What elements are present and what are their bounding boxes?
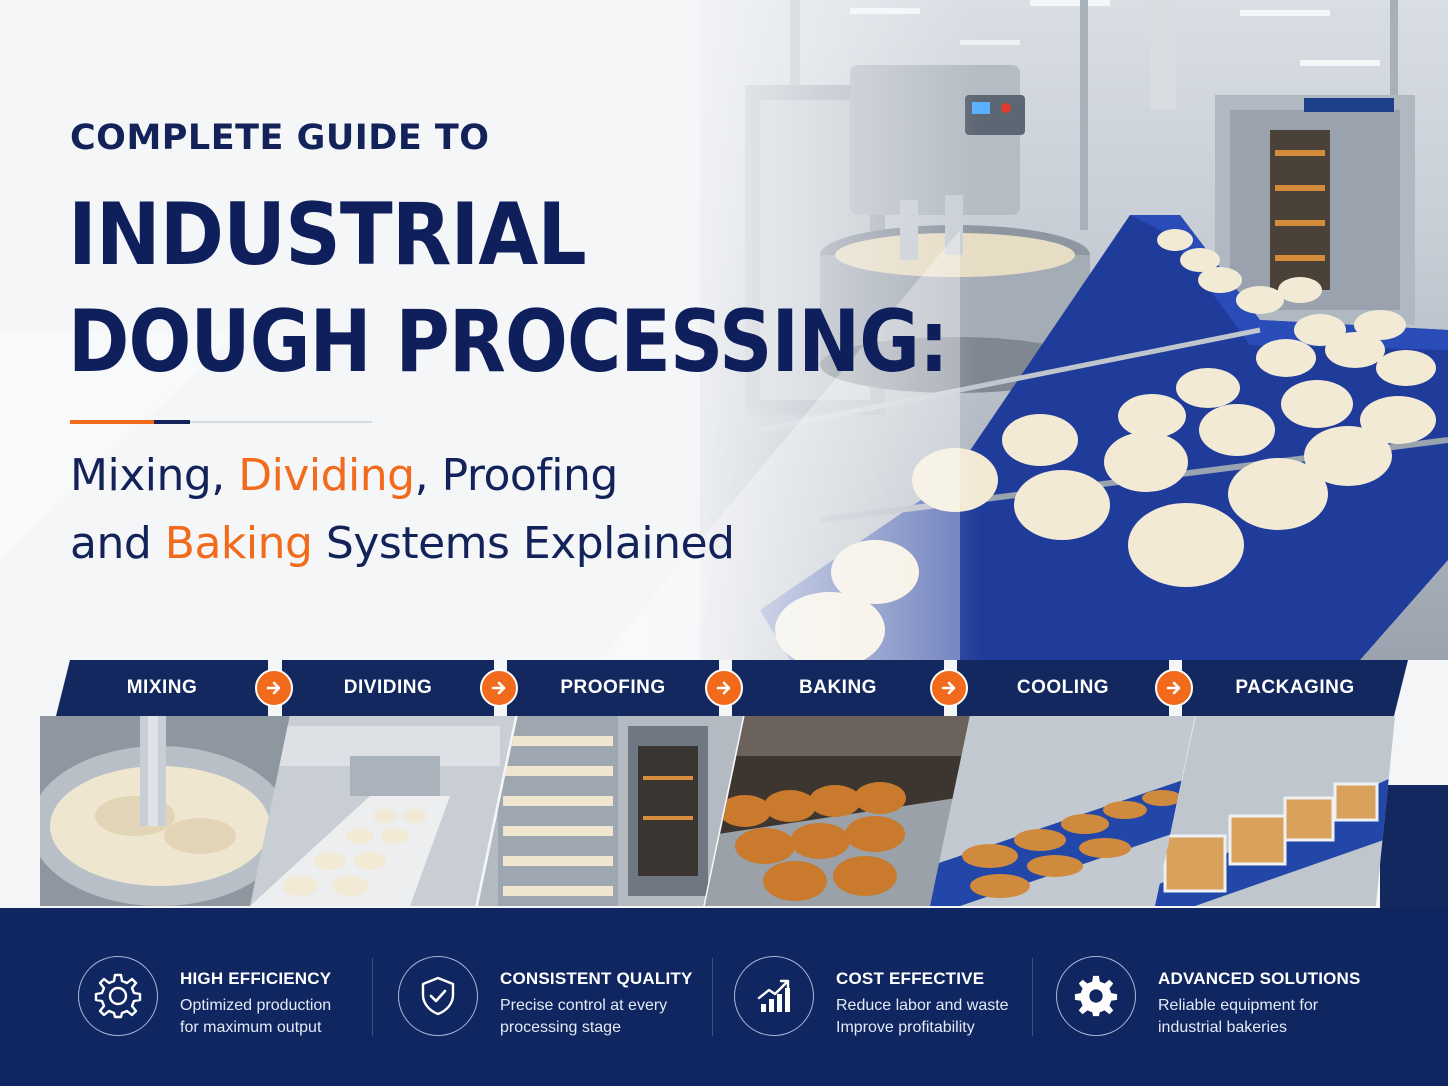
step-arrow-icon — [1155, 669, 1193, 707]
subtitle-highlight-baking: Baking — [164, 518, 313, 569]
feature-title: CONSISTENT QUALITY — [500, 969, 693, 988]
step-label-packaging: PACKAGING — [1182, 660, 1408, 716]
steps-navy-corner — [1380, 785, 1448, 910]
feature-line: Reduce labor and waste — [836, 997, 1009, 1014]
mixer-bowl-photo — [40, 716, 290, 906]
subtitle-line-2: and Baking Systems Explained — [70, 518, 735, 569]
feature-title: ADVANCED SOLUTIONS — [1158, 969, 1361, 988]
step-label-dividing: DIVIDING — [282, 660, 494, 716]
subtitle-text: Mixing, — [70, 450, 239, 501]
feature-line: processing stage — [500, 1019, 621, 1036]
accent-rule-navy — [154, 420, 190, 424]
step-label-mixing: MIXING — [56, 660, 268, 716]
subtitle-text: , Proofing — [414, 450, 619, 501]
title-line-1: INDUSTRIAL — [68, 185, 587, 285]
accent-rule-gray — [190, 421, 372, 423]
feature-line: for maximum output — [180, 1019, 322, 1036]
hero-section: COMPLETE GUIDE TO INDUSTRIAL DOUGH PROCE… — [0, 0, 1448, 660]
accent-rule-orange — [70, 420, 154, 424]
step-arrow-icon — [480, 669, 518, 707]
feature-line: Reliable equipment for — [1158, 997, 1319, 1014]
title-line-2: DOUGH PROCESSING: — [68, 292, 949, 392]
feature-description: Reliable equipment for industrial bakerie… — [1158, 995, 1318, 1039]
subtitle-text: and — [70, 518, 165, 569]
step-label-cooling: COOLING — [957, 660, 1169, 716]
feature-divider — [712, 958, 713, 1036]
step-arrow-icon — [255, 669, 293, 707]
divider-conveyor-photo — [250, 716, 515, 906]
feature-line: Optimized production — [180, 997, 332, 1014]
shield-check-icon — [398, 956, 478, 1036]
step-arrow-icon — [930, 669, 968, 707]
growth-chart-icon — [734, 956, 814, 1036]
gear-solid-icon — [1056, 956, 1136, 1036]
guide-eyebrow: COMPLETE GUIDE TO — [70, 118, 490, 158]
step-label-baking: BAKING — [732, 660, 944, 716]
features-footer: HIGH EFFICIENCY Optimized production for … — [0, 908, 1448, 1086]
hero-fade-overlay — [0, 0, 980, 660]
subtitle-line-1: Mixing, Dividing, Proofing — [70, 450, 618, 501]
process-steps: MIXING DIVIDING PROOFING BAKING COOLING … — [0, 660, 1448, 910]
feature-title: COST EFFECTIVE — [836, 969, 985, 988]
feature-divider — [1032, 958, 1033, 1036]
subtitle-text: Systems Explained — [312, 518, 735, 569]
oven-buns-photo — [705, 716, 970, 906]
proofing-rack-photo — [478, 716, 743, 906]
gear-outline-icon — [78, 956, 158, 1036]
feature-line: Precise control at every — [500, 997, 668, 1014]
step-arrow-icon — [705, 669, 743, 707]
cooling-conveyor-photo — [930, 716, 1195, 906]
subtitle-highlight-dividing: Dividing — [238, 450, 415, 501]
feature-line: industrial bakeries — [1158, 1019, 1287, 1036]
hero-diagonal-shape — [0, 0, 1448, 660]
feature-description: Precise control at every processing stage — [500, 995, 667, 1039]
step-label-proofing: PROOFING — [507, 660, 719, 716]
feature-divider — [372, 958, 373, 1036]
bread-packaging-photo — [1155, 716, 1395, 906]
feature-title: HIGH EFFICIENCY — [180, 969, 332, 988]
feature-line: Improve profitability — [836, 1019, 975, 1036]
feature-description: Optimized production for maximum output — [180, 995, 331, 1039]
